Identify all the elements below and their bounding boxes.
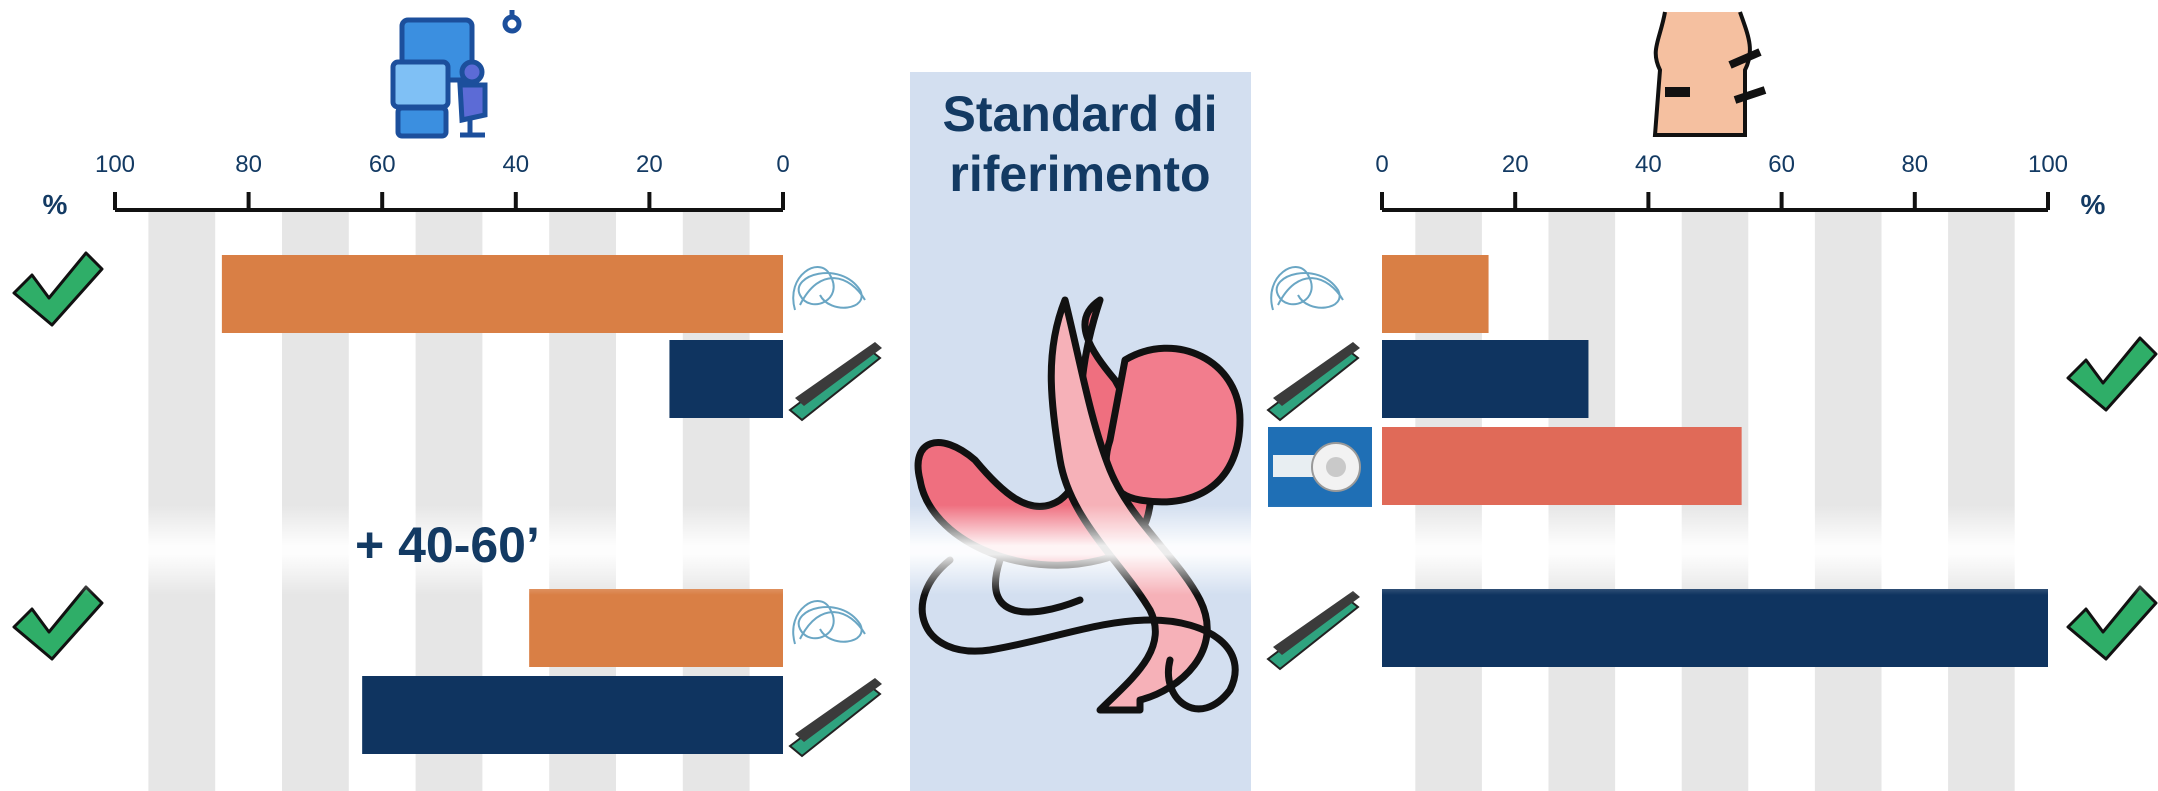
laparoscopic-torso-icon xyxy=(1652,11,1767,137)
tick-label: 100 xyxy=(95,151,135,178)
tick-label: 20 xyxy=(636,151,663,178)
bar-orange xyxy=(1382,255,1489,333)
grid-band xyxy=(1948,210,2015,791)
center-panel-title: Standard di riferimento xyxy=(910,84,1250,204)
robotic-surgery-console-icon xyxy=(390,10,522,139)
right-axis: 0 20 40 60 80 100% xyxy=(1375,151,2105,220)
right-axis-unit: % xyxy=(2081,189,2106,220)
grid-band xyxy=(1814,210,1882,791)
stomach-illustration xyxy=(914,296,1244,714)
bar-orange xyxy=(529,589,783,667)
row-icons xyxy=(788,266,1372,758)
bar-navy xyxy=(669,340,783,418)
left-axis: 100 80 60 40 20 0% xyxy=(43,151,790,220)
check-icon xyxy=(2066,585,2158,661)
linear-stapler-icon xyxy=(1266,342,1360,422)
tick-label: 0 xyxy=(776,151,789,178)
bars xyxy=(221,255,2048,754)
check-icon xyxy=(12,585,104,661)
bar-navy xyxy=(362,676,783,754)
grid-band xyxy=(148,210,216,791)
linear-stapler-icon xyxy=(788,342,882,422)
endoscopic-suture-icon xyxy=(792,600,866,645)
bar-orange xyxy=(221,255,783,333)
linear-stapler-icon xyxy=(1266,591,1360,671)
endoscopic-suture-icon xyxy=(792,266,866,311)
tick-label: 40 xyxy=(502,151,529,178)
check-icon xyxy=(2066,336,2158,412)
tick-label: 80 xyxy=(1901,151,1928,178)
tick-label: 100 xyxy=(2028,151,2068,178)
time-annotation: + 40-60’ xyxy=(355,517,540,573)
title-line-2: riferimento xyxy=(949,146,1211,202)
bar-navy xyxy=(1382,589,2048,667)
left-axis-unit: % xyxy=(43,189,68,220)
tick-label: 0 xyxy=(1375,151,1388,178)
tick-label: 20 xyxy=(1502,151,1529,178)
bar-navy xyxy=(1382,340,1589,418)
tick-label: 40 xyxy=(1635,151,1662,178)
tick-label: 60 xyxy=(369,151,396,178)
endoscopic-suture-icon xyxy=(1270,266,1344,311)
linear-stapler-icon xyxy=(788,678,882,758)
circular-stapler-icon xyxy=(1268,427,1372,507)
title-line-1: Standard di xyxy=(942,86,1218,142)
tick-label: 80 xyxy=(235,151,262,178)
tick-label: 60 xyxy=(1768,151,1795,178)
bar-salmon xyxy=(1382,427,1742,505)
check-icon xyxy=(12,251,104,327)
